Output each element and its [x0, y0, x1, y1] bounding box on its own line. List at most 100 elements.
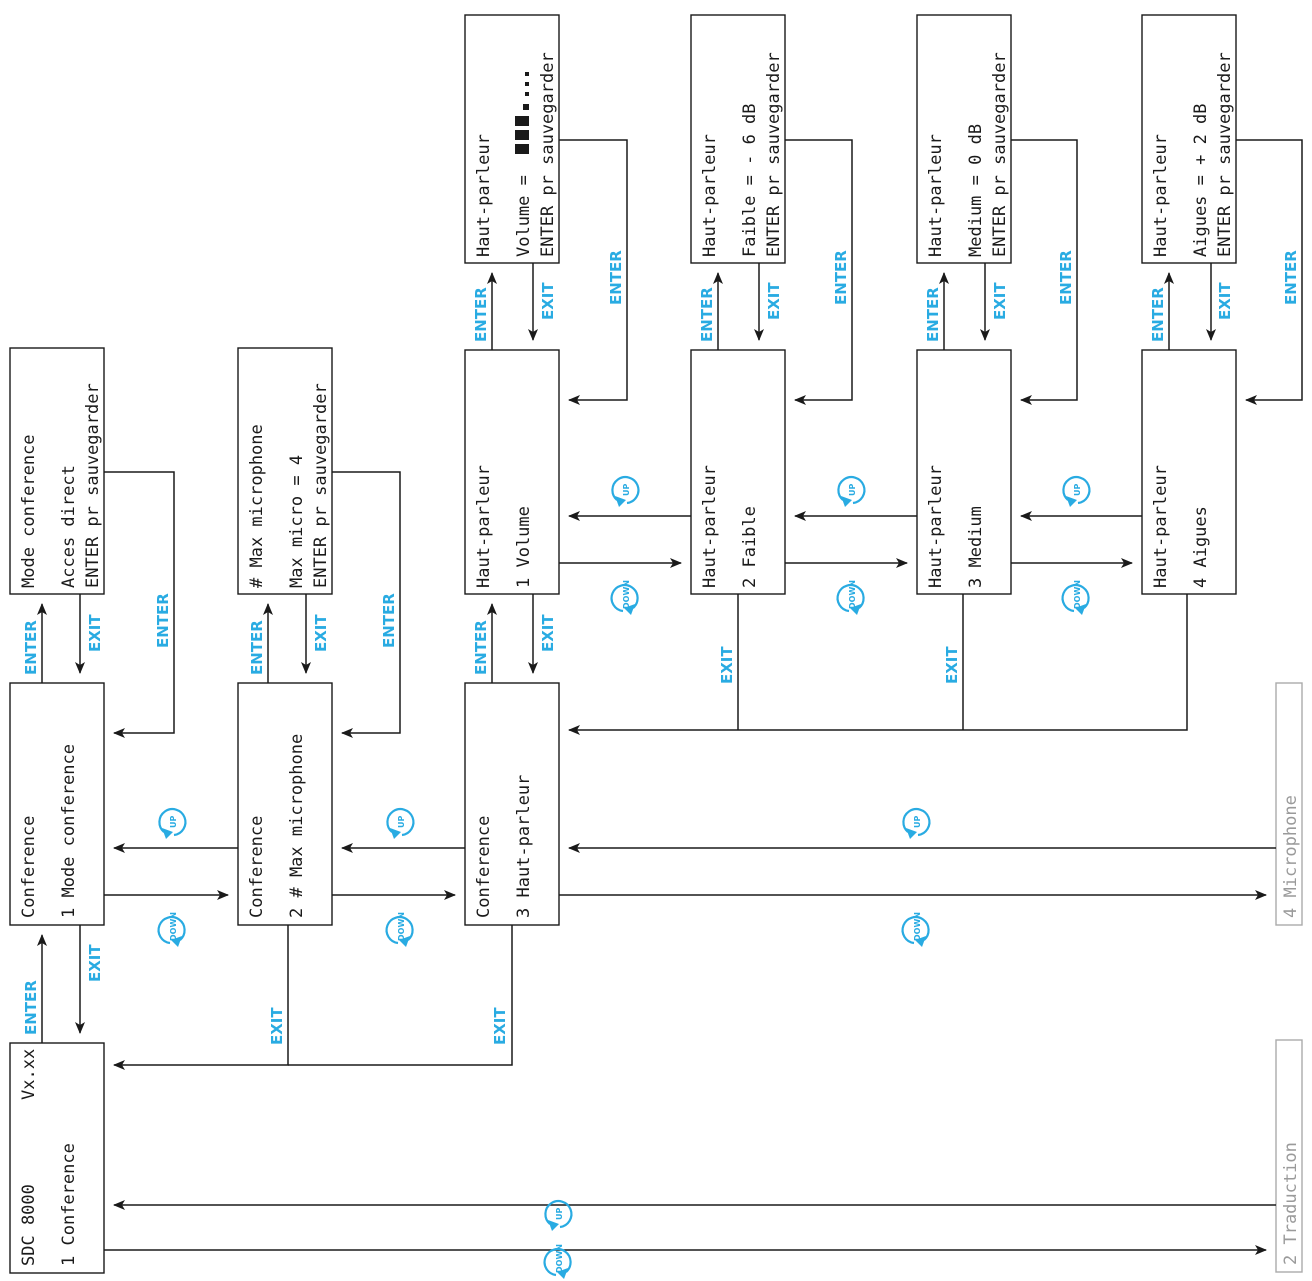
hp-volume-edit-hint: ENTER pr sauvegarder: [538, 52, 558, 257]
label-enter: ENTER: [22, 620, 40, 675]
svg-text:DOWN: DOWN: [913, 912, 922, 941]
svg-text:DOWN: DOWN: [848, 580, 857, 609]
screen-hp-volume: Haut-parleur 1 Volume: [464, 349, 560, 595]
screen-conf-maxmic: Conference 2 # Max microphone: [237, 682, 333, 926]
arrow-enter-save-hp-volume: [559, 139, 628, 405]
label-exit: EXIT: [539, 282, 557, 320]
conf-hp-item: 3 Haut-parleur: [514, 775, 534, 918]
hp-medium-edit-title: Haut-parleur: [926, 134, 946, 257]
label-enter: ENTER: [472, 620, 490, 675]
arrow-enter-save-conf-maxmic: [332, 471, 401, 738]
arrow-enter-save-hp-aigues: [1236, 139, 1303, 405]
label-exit: EXIT: [1216, 282, 1234, 320]
arrow-enter-save-conf-mode: [104, 471, 175, 738]
conf-maxmic-edit-value: Max micro = 4: [287, 455, 307, 588]
screen-hp-medium-edit: Haut-parleur Medium = 0 dB ENTER pr sauv…: [916, 14, 1012, 264]
hp-faible-edit-value: Faible = - 6 dB: [740, 103, 760, 257]
down-cycle-icon: DOWN: [157, 912, 186, 947]
label-exit: EXIT: [268, 1007, 286, 1045]
hp-volume-title: Haut-parleur: [474, 465, 494, 588]
up-cycle-icon: UP: [837, 476, 866, 507]
hp-faible-edit-hint: ENTER pr sauvegarder: [764, 52, 784, 257]
svg-text:UP: UP: [555, 1208, 564, 1220]
conf-maxmic-title: Conference: [247, 816, 267, 918]
up-cycle-icon: UP: [386, 808, 415, 839]
volume-level-bar: [515, 72, 529, 154]
line-exit-conf-hp: [288, 925, 513, 1066]
label-enter: ENTER: [154, 593, 172, 648]
label-exit: EXIT: [491, 1007, 509, 1045]
label-enter: ENTER: [1149, 287, 1167, 342]
arrow-exit-conf-maxmic: [113, 925, 289, 1070]
svg-text:DOWN: DOWN: [622, 580, 631, 609]
label-enter: ENTER: [924, 287, 942, 342]
screen-hp-aigues-edit: Haut-parleur Aigues = + 2 dB ENTER pr sa…: [1141, 14, 1237, 264]
label-enter: ENTER: [607, 250, 625, 305]
hp-medium-edit-hint: ENTER pr sauvegarder: [990, 52, 1010, 257]
label-enter: ENTER: [1057, 250, 1075, 305]
down-cycle-icon: DOWN: [610, 580, 639, 615]
label-enter: ENTER: [22, 980, 40, 1035]
conf-maxmic-edit-hint: ENTER pr sauvegarder: [311, 383, 331, 588]
hp-aigues-title: Haut-parleur: [1151, 465, 1171, 588]
label-exit: EXIT: [86, 944, 104, 982]
up-cycle-icon: UP: [902, 808, 931, 839]
label-enter: ENTER: [380, 593, 398, 648]
hp-aigues-edit-hint: ENTER pr sauvegarder: [1215, 52, 1235, 257]
label-exit: EXIT: [943, 646, 961, 684]
up-cycle-icon: UP: [158, 808, 187, 839]
svg-text:UP: UP: [848, 484, 857, 496]
down-cycle-icon: DOWN: [385, 912, 414, 947]
connectors: [37, 139, 1303, 1255]
screen-conf-maxmic-edit: # Max microphone Max micro = 4 ENTER pr …: [237, 347, 333, 595]
up-cycle-icon: UP: [611, 476, 640, 507]
label-enter: ENTER: [698, 287, 716, 342]
svg-text:DOWN: DOWN: [397, 912, 406, 941]
screen-hp-volume-edit: Haut-parleur Volume = ENTER pr sauvegard…: [464, 14, 560, 264]
label-exit: EXIT: [539, 614, 557, 652]
conf-mode-edit-title: Mode conference: [19, 434, 39, 588]
hp-aigues-edit-value: Aigues = + 2 dB: [1191, 103, 1211, 257]
svg-text:UP: UP: [397, 816, 406, 828]
svg-text:UP: UP: [913, 816, 922, 828]
screen-conf-mode: Conference 1 Mode conference: [9, 682, 105, 926]
arrow-exit-hp-aigues: [568, 594, 1188, 735]
label-enter: ENTER: [472, 287, 490, 342]
svg-text:DOWN: DOWN: [1073, 580, 1082, 609]
microphone-label: 4 Microphone: [1281, 795, 1301, 918]
hp-faible-item: 2 Faible: [740, 506, 760, 588]
svg-text:DOWN: DOWN: [555, 1244, 564, 1273]
hp-volume-edit-title: Haut-parleur: [474, 134, 494, 257]
down-cycle-icon: DOWN: [543, 1244, 572, 1279]
main-menu-item: 1 Conference: [59, 1143, 79, 1266]
screen-traduction: 2 Traduction: [1275, 1039, 1303, 1273]
conf-maxmic-edit-title: # Max microphone: [247, 424, 267, 588]
hp-volume-edit-label: Volume =: [514, 175, 534, 257]
conf-mode-item: 1 Mode conference: [59, 744, 79, 918]
conf-hp-title: Conference: [474, 816, 494, 918]
traduction-label: 2 Traduction: [1281, 1142, 1301, 1265]
up-cycle-icon: UP: [544, 1200, 573, 1231]
label-enter: ENTER: [832, 250, 850, 305]
up-cycle-icon: UP: [1062, 476, 1091, 507]
screen-conf-mode-edit: Mode conference Acces direct ENTER pr sa…: [9, 347, 105, 595]
screen-hp-faible-edit: Haut-parleur Faible = - 6 dB ENTER pr sa…: [690, 14, 786, 264]
label-enter: ENTER: [248, 620, 266, 675]
screen-hp-faible: Haut-parleur 2 Faible: [690, 349, 786, 595]
screen-microphone: 4 Microphone: [1275, 682, 1303, 926]
label-exit: EXIT: [765, 282, 783, 320]
svg-text:UP: UP: [622, 484, 631, 496]
svg-text:DOWN: DOWN: [169, 912, 178, 941]
hp-medium-title: Haut-parleur: [926, 465, 946, 588]
label-exit: EXIT: [312, 614, 330, 652]
conf-maxmic-item: 2 # Max microphone: [287, 734, 307, 918]
hp-medium-edit-value: Medium = 0 dB: [966, 124, 986, 257]
screen-conf-hp: Conference 3 Haut-parleur: [464, 682, 560, 926]
svg-text:UP: UP: [169, 816, 178, 828]
conf-mode-title: Conference: [19, 816, 39, 918]
label-exit: EXIT: [991, 282, 1009, 320]
key-labels: ENTER EXIT EXIT EXIT ENTER EXIT ENTER EN…: [22, 250, 1300, 1045]
label-exit: EXIT: [718, 646, 736, 684]
conf-mode-edit-hint: ENTER pr sauvegarder: [83, 383, 103, 588]
